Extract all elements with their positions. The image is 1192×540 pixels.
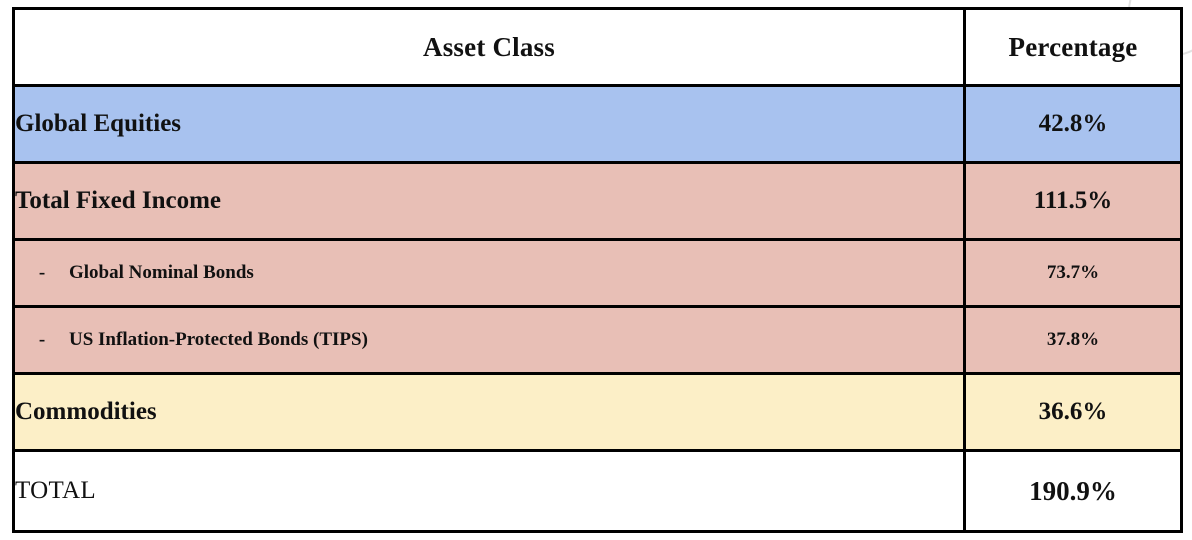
row-value-text: 37.8% (1046, 329, 1100, 350)
bullet-dash-icon: - (38, 262, 46, 283)
row-value-commodities: 36.6% (963, 372, 1183, 452)
table-row: Commodities 36.6% (12, 372, 1183, 452)
row-label-total-fixed-income: Total Fixed Income (12, 161, 966, 241)
column-header-asset-class-label: Asset Class (423, 31, 555, 62)
row-value-global-nominal-bonds: 73.7% (963, 238, 1183, 308)
row-label-text: TOTAL (15, 477, 96, 504)
row-label-text: US Inflation-Protected Bonds (TIPS) (69, 329, 368, 350)
table-row: Total Fixed Income 111.5% (12, 161, 1183, 241)
row-label-text: Commodities (15, 398, 157, 425)
row-value-text: 111.5% (1033, 187, 1113, 214)
row-value-global-equities: 42.8% (963, 84, 1183, 164)
asset-allocation-table: Asset Class Percentage Global Equities 4… (12, 7, 1183, 533)
row-value-us-tips: 37.8% (963, 305, 1183, 375)
row-label-text: Total Fixed Income (15, 187, 222, 214)
table-total-row: TOTAL 190.9% (12, 449, 1183, 533)
row-value-text: 190.9% (1029, 475, 1117, 506)
bullet-dash-icon: - (38, 329, 46, 350)
row-label-global-nominal-bonds: - Global Nominal Bonds (12, 238, 966, 308)
row-value-text: 73.7% (1046, 262, 1100, 283)
row-value-text: 36.6% (1038, 398, 1108, 425)
column-header-percentage-label: Percentage (1008, 31, 1138, 62)
row-label-us-tips: - US Inflation-Protected Bonds (TIPS) (12, 305, 966, 375)
row-label-text: Global Equities (15, 110, 182, 137)
table-row: - Global Nominal Bonds 73.7% (12, 238, 1183, 308)
row-value-text: 42.8% (1038, 110, 1108, 137)
row-label-global-equities: Global Equities (12, 84, 966, 164)
row-label-text: Global Nominal Bonds (69, 262, 254, 283)
row-value-total: 190.9% (963, 449, 1183, 533)
table-row: - US Inflation-Protected Bonds (TIPS) 37… (12, 305, 1183, 375)
row-label-total: TOTAL (12, 449, 966, 533)
row-label-commodities: Commodities (12, 372, 966, 452)
column-header-percentage: Percentage (963, 7, 1183, 87)
column-header-asset-class: Asset Class (12, 7, 966, 87)
row-value-total-fixed-income: 111.5% (963, 161, 1183, 241)
table-row: Global Equities 42.8% (12, 84, 1183, 164)
table-header-row: Asset Class Percentage (12, 7, 1183, 87)
